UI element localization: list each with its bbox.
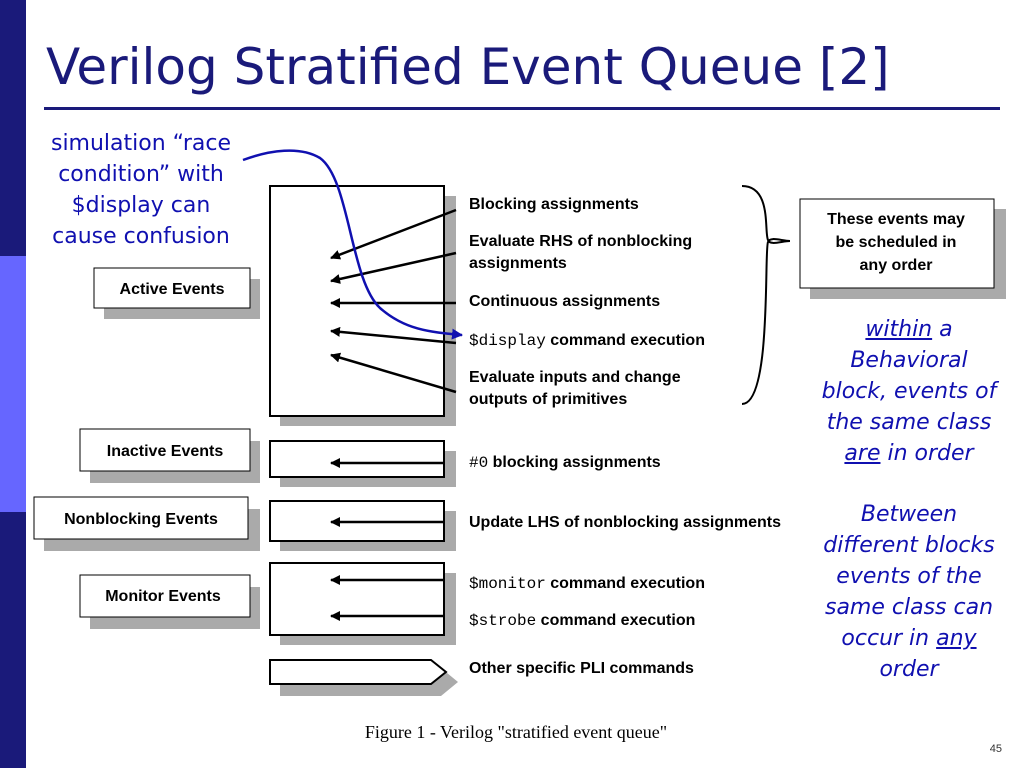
inactive-queue-box: [269, 440, 456, 487]
strobe-code: $strobe: [469, 612, 536, 630]
occur-in-text: occur in: [841, 626, 937, 651]
slide-title: Verilog Stratified Event Queue [2]: [46, 38, 890, 96]
within-block-note: within a Behavioral block, events of the…: [800, 314, 1018, 469]
title-underline: [44, 107, 1000, 110]
side-strip-middle: [0, 256, 26, 512]
any-order-callout: These events may be scheduled in any ord…: [799, 198, 1006, 299]
between-note-line-6: order: [879, 657, 939, 682]
item-eval-inputs-2: outputs of primitives: [469, 391, 627, 408]
active-queue-box: [269, 185, 456, 426]
item-hash0: #0 blocking assignments: [469, 454, 661, 472]
item-pli: Other specific PLI commands: [469, 660, 694, 677]
arrow-display: [330, 326, 457, 345]
hash0-rest: blocking assignments: [488, 454, 661, 471]
are-word: are: [844, 441, 881, 466]
monitor-queue-box: [269, 562, 456, 645]
any-word: any: [936, 626, 977, 651]
callout-line-2: be scheduled in: [836, 234, 957, 251]
active-events-text: Active Events: [120, 281, 225, 298]
figure-caption: Figure 1 - Verilog "stratified event que…: [365, 722, 667, 742]
display-race-curve: [242, 149, 463, 340]
item-strobe: $strobe command execution: [469, 612, 695, 630]
active-arrows: [330, 208, 457, 394]
item-eval-rhs-2: assignments: [469, 255, 567, 272]
group-brace: [741, 185, 791, 405]
queue-arrows: [330, 458, 444, 621]
item-blocking: Blocking assignments: [469, 196, 639, 213]
between-note-line-2: different blocks: [823, 533, 995, 558]
race-note-line-3: $display can: [71, 193, 211, 218]
slide-number: 45: [990, 743, 1002, 755]
between-note-line-4: same class can: [824, 595, 994, 620]
side-strip-bottom: [0, 512, 26, 768]
race-note-line-2: condition” with: [58, 162, 224, 187]
within-note-line-2: Behavioral: [850, 348, 968, 373]
hash0-code: #0: [469, 454, 488, 472]
monitor-code: $monitor: [469, 575, 546, 593]
monitor-events-label: Monitor Events: [79, 574, 260, 629]
item-eval-rhs-1: Evaluate RHS of nonblocking: [469, 233, 692, 250]
callout-line-3: any order: [860, 257, 933, 274]
are-line-rest: in order: [880, 441, 974, 466]
between-note-line-1: Between: [860, 502, 958, 527]
arrow-eval-inputs: [330, 352, 457, 394]
within-note-line-4: the same class: [826, 410, 992, 435]
within-word: within: [865, 317, 933, 342]
race-condition-note: simulation “race condition” with $displa…: [34, 128, 248, 252]
item-display: $display command execution: [469, 332, 705, 350]
strobe-rest: command execution: [536, 612, 695, 629]
between-note-line-3: events of the: [836, 564, 982, 589]
within-note-line-3: block, events of: [821, 379, 997, 404]
pli-queue-shape: [269, 659, 458, 696]
display-code: $display: [469, 332, 546, 350]
arrow-eval-rhs: [330, 251, 457, 284]
callout-line-1: These events may: [827, 211, 965, 228]
display-rest: command execution: [546, 332, 705, 349]
nonblocking-events-text: Nonblocking Events: [64, 511, 218, 528]
item-update-lhs: Update LHS of nonblocking assignments: [469, 514, 781, 531]
item-monitor: $monitor command execution: [469, 575, 705, 593]
inactive-events-text: Inactive Events: [107, 443, 224, 460]
monitor-rest: command execution: [546, 575, 705, 592]
side-strip-top: [0, 0, 26, 256]
inactive-events-label: Inactive Events: [79, 428, 260, 483]
race-note-line-4: cause confusion: [52, 224, 230, 249]
nonblocking-queue-box: [269, 500, 456, 551]
within-line-rest: a: [932, 317, 953, 342]
item-eval-inputs-1: Evaluate inputs and change: [469, 369, 681, 386]
nonblocking-events-label: Nonblocking Events: [33, 496, 260, 551]
item-continuous: Continuous assignments: [469, 293, 660, 310]
race-note-line-1: simulation “race: [50, 131, 232, 156]
active-events-label: Active Events: [93, 267, 260, 319]
between-blocks-note: Between different blocks events of the s…: [800, 499, 1018, 685]
arrow-blocking: [330, 208, 457, 260]
monitor-events-text: Monitor Events: [105, 588, 221, 605]
